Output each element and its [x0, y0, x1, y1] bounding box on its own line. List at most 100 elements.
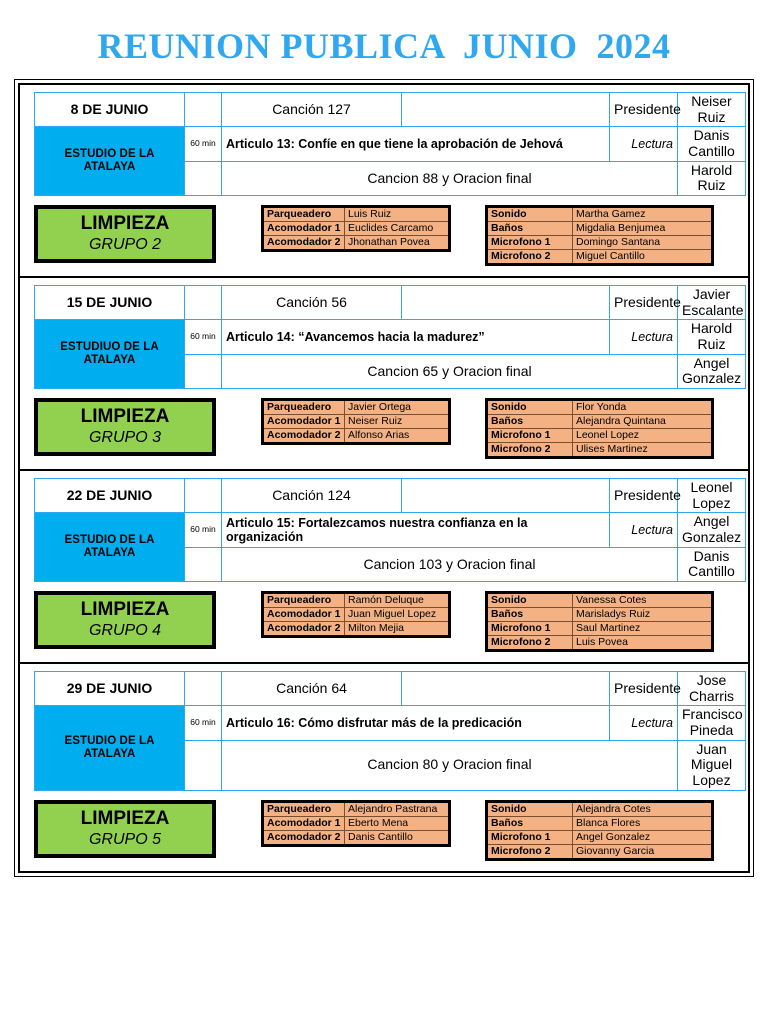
duty-person: Euclides Carcamo: [344, 221, 450, 237]
lectura-name: Francisco Pineda: [677, 705, 746, 741]
spacer-cell: [401, 478, 610, 514]
duty-role: Baños: [486, 815, 573, 831]
table-row: ESTUDIO DE LA ATALAYA 60 min Articulo 15…: [34, 512, 746, 583]
duty-person: Marisladys Ruiz: [572, 607, 713, 623]
duty-role: Acomodador 1: [262, 414, 345, 430]
duty-role: Baños: [486, 607, 573, 623]
duty-person: Ramón Deluque: [344, 592, 450, 609]
opening-song: Canción 127: [221, 91, 402, 128]
closing-person: Juan Miguel Lopez: [677, 739, 746, 791]
lectura-name: Angel Gonzalez: [677, 512, 746, 548]
duty-role: Sonido: [486, 399, 573, 416]
week-block: 15 DE JUNIO Canción 56 Presidente Javier…: [19, 277, 749, 471]
duty-person: Saul Martinez: [572, 621, 713, 637]
lectura-name: Harold Ruiz: [677, 319, 746, 355]
duration-cell: 60 min: [184, 319, 222, 355]
duty-person: Alejandra Cotes: [572, 800, 713, 817]
study-label: ESTUDIO DE LA ATALAYA: [34, 705, 185, 791]
duty-role: Acomodador 1: [262, 815, 345, 831]
presidente-name: Leonel Lopez: [677, 478, 746, 514]
study-label: ESTUDIO DE LA ATALAYA: [34, 512, 185, 583]
duty-person: Luis Ruiz: [344, 206, 450, 223]
duty-role: Parqueadero: [262, 592, 345, 609]
table-row: Cancion 103 y Oracion final Danis Cantil…: [35, 546, 746, 583]
duty-role: Baños: [486, 221, 573, 237]
duty-person: Vanessa Cotes: [572, 592, 713, 609]
article-title: Articulo 14: “Avancemos hacia la madurez…: [221, 319, 610, 355]
limpieza-group: GRUPO 3: [88, 428, 161, 446]
opening-song: Canción 56: [221, 285, 402, 321]
week-block: 22 DE JUNIO Canción 124 Presidente Leone…: [19, 470, 749, 664]
duty-person: Alejandra Quintana: [572, 414, 713, 430]
spacer-cell: [184, 285, 222, 321]
presidente-name: Javier Escalante: [677, 285, 746, 321]
limpieza-title: LIMPIEZA: [80, 598, 170, 620]
duty-person: Juan Miguel Lopez: [344, 607, 450, 623]
limpieza-box: LIMPIEZA GRUPO 4: [34, 591, 216, 650]
duty-person: Martha Gamez: [572, 206, 713, 223]
duty-role: Baños: [486, 414, 573, 430]
week-schedule-table: 22 DE JUNIO Canción 124 Presidente Leone…: [34, 478, 746, 583]
duty-role: Acomodador 2: [262, 428, 345, 445]
schedule-frame-inner: 8 DE JUNIO Canción 127 Presidente Neiser…: [18, 83, 750, 873]
presidente-name: Neiser Ruiz: [677, 91, 746, 128]
limpieza-group: GRUPO 4: [88, 621, 161, 639]
spacer-cell: [401, 91, 610, 128]
duty-person: Ulises Martinez: [572, 442, 713, 459]
duty-role: Microfono 2: [486, 249, 573, 266]
duty-person: Danis Cantillo: [344, 829, 450, 846]
table-row: Cancion 88 y Oracion final Harold Ruiz: [35, 160, 746, 197]
week-schedule-table: 15 DE JUNIO Canción 56 Presidente Javier…: [34, 285, 746, 390]
table-row: Cancion 80 y Oracion final Juan Miguel L…: [35, 739, 746, 791]
lectura-label: Lectura: [609, 512, 678, 548]
week-date: 15 DE JUNIO: [34, 285, 185, 321]
lectura-label: Lectura: [609, 319, 678, 355]
limpieza-title: LIMPIEZA: [80, 807, 170, 829]
duty-person: Alejandro Pastrana: [344, 800, 450, 817]
duty-role: Sonido: [486, 592, 573, 609]
duty-person: Angel Gonzalez: [572, 829, 713, 845]
duty-person: Domingo Santana: [572, 235, 713, 251]
duty-person: Eberto Mena: [344, 815, 450, 831]
lectura-label: Lectura: [609, 126, 678, 162]
duty-role: Sonido: [486, 206, 573, 223]
duty-role: Microfono 1: [486, 235, 573, 251]
duty-person: Miguel Cantillo: [572, 249, 713, 266]
presidente-label: Presidente: [609, 285, 681, 321]
lectura-label: Lectura: [609, 705, 678, 741]
table-row: 8 DE JUNIO Canción 127 Presidente Neiser…: [34, 91, 746, 128]
spacer-cell: [401, 285, 610, 321]
article-title: Articulo 16: Cómo disfrutar más de la pr…: [221, 705, 610, 741]
limpieza-title: LIMPIEZA: [80, 212, 170, 234]
closing-person: Harold Ruiz: [677, 160, 746, 197]
duty-person: Neiser Ruiz: [344, 414, 450, 430]
duty-role: Microfono 2: [486, 442, 573, 459]
duty-role: Acomodador 1: [262, 221, 345, 237]
